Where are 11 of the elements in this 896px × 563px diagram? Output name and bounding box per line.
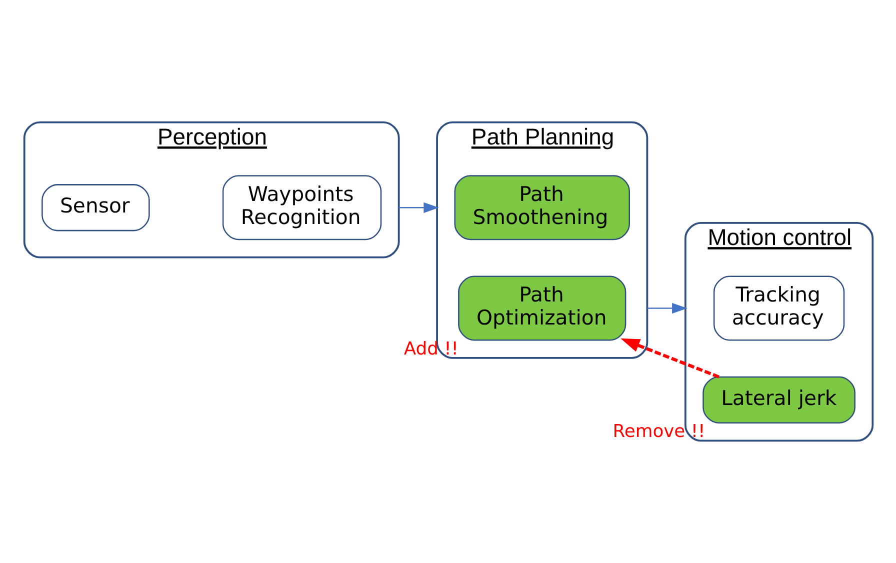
- node-box: Path Smoothening: [454, 175, 630, 240]
- arrow: [646, 302, 687, 314]
- node-label: Add !!: [403, 338, 458, 360]
- node-box: Lateral jerk: [702, 376, 855, 424]
- arrow: [398, 202, 438, 213]
- node-box: Path Optimization: [458, 276, 626, 341]
- arrow: [620, 338, 719, 378]
- node-box: Waypoints Recognition: [222, 175, 382, 240]
- node-box: Tracking accuracy: [712, 276, 844, 341]
- node-box: Sensor: [41, 184, 150, 232]
- node-label: Remove !!: [612, 421, 705, 442]
